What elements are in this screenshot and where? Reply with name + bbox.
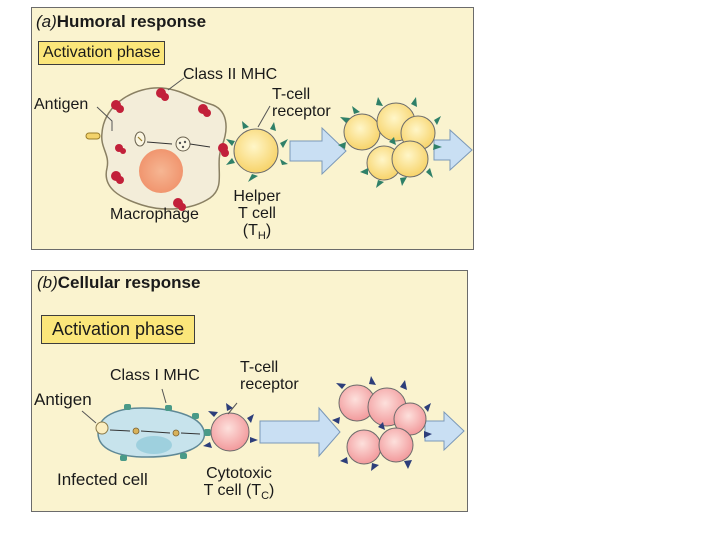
class-i-mhc-label: Class I MHC <box>110 367 200 384</box>
cytotoxic-t-cell <box>203 403 258 452</box>
activation-arrow-1 <box>289 126 347 176</box>
cytotoxic-t-cell-label: Cytotoxic T cell (TC) <box>184 465 294 503</box>
panel-b-phase-box: Activation phase <box>41 315 196 344</box>
t-cell-receptor-line2: receptor <box>240 375 299 393</box>
helper-t-cell-abbr: (TH) <box>242 221 272 242</box>
panel-b-title: (b)Cellular response <box>37 273 200 293</box>
activation-arrow-2 <box>424 410 465 452</box>
infected-cell-label: Infected cell <box>57 470 148 489</box>
activation-arrow-1 <box>259 406 341 458</box>
t-cell-receptor-line1: T-cell <box>272 86 311 103</box>
helper-t-cell-label: Helper T cell (TH) <box>224 188 290 242</box>
cytotoxic-t-cell-line2: T cell (TC) <box>203 481 275 502</box>
antigen-particle <box>85 132 101 140</box>
panel-b-phase-label: Activation phase <box>52 319 185 339</box>
cytotoxic-t-cell-clones <box>332 376 432 471</box>
helper-t-cell-line1: Helper <box>233 188 281 205</box>
panel-b-letter: (b) <box>37 273 58 292</box>
class-ii-mhc-label: Class II MHC <box>183 66 278 83</box>
helper-t-cell <box>226 121 288 182</box>
t-cell-receptor-label: T-cell receptor <box>240 359 299 394</box>
t-cell-receptor-label: T-cell receptor <box>272 86 331 121</box>
class-ii-mhc-markers <box>111 88 229 211</box>
macrophage-label: Macrophage <box>110 206 199 223</box>
cytotoxic-t-cell-line1: Cytotoxic <box>206 465 272 482</box>
panel-b-title-text: Cellular response <box>57 273 201 292</box>
panel-a-title-text: Humoral response <box>56 12 207 31</box>
t-cell-receptor-line2: receptor <box>272 102 331 120</box>
panel-a-phase-label: Activation phase <box>43 44 161 61</box>
antigen-label: Antigen <box>34 96 89 113</box>
helper-t-cell-clones <box>338 97 442 188</box>
humoral-response-panel: (a)Humoral response Activation phase Ant… <box>31 7 474 250</box>
macrophage-nucleus <box>139 149 183 193</box>
panel-a-phase-box: Activation phase <box>38 41 166 65</box>
activation-arrow-2 <box>433 128 473 172</box>
panel-a-letter: (a) <box>36 12 57 31</box>
panel-a-title: (a)Humoral response <box>36 12 206 32</box>
cellular-diagram <box>81 376 465 471</box>
antigen-label: Antigen <box>34 390 92 409</box>
infected-cell-nucleus <box>136 436 172 454</box>
cellular-response-panel: (b)Cellular response Activation phase An… <box>31 270 468 512</box>
helper-t-cell-line2: T cell <box>238 204 276 222</box>
antigen-particle <box>95 421 109 435</box>
t-cell-receptor-line1: T-cell <box>240 359 279 376</box>
humoral-diagram <box>85 77 473 211</box>
macrophage-cell <box>101 87 227 210</box>
class-i-mhc-markers <box>120 404 211 461</box>
